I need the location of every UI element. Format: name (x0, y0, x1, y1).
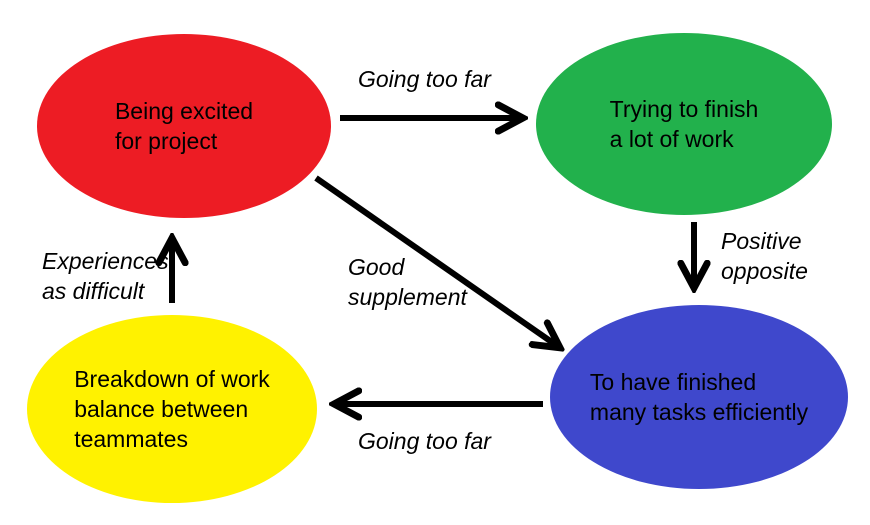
node-finished-tasks-label: To have finished many tasks efficiently (589, 369, 809, 425)
node-finished-tasks: To have finished many tasks efficiently (550, 305, 848, 489)
node-breakdown-work-balance: Breakdown of work balance between teamma… (27, 315, 317, 503)
edge-label-going-too-far-top: Going too far (358, 66, 491, 92)
node-trying-to-finish: Trying to finish a lot of work (536, 33, 832, 215)
edge-label-good-supplement: Good supplement (348, 254, 467, 310)
node-breakdown-work-balance-label: Breakdown of work balance between teamma… (74, 366, 270, 452)
node-being-excited-label: Being excited for project (114, 98, 254, 154)
edge-label-positive-opposite: Positive opposite (721, 228, 808, 284)
node-being-excited: Being excited for project (37, 34, 331, 218)
edge-label-experiences-as-difficult: Experiences as difficult (42, 248, 169, 304)
node-trying-to-finish-label: Trying to finish a lot of work (609, 96, 759, 152)
edge-label-going-too-far-bottom: Going too far (358, 428, 491, 454)
